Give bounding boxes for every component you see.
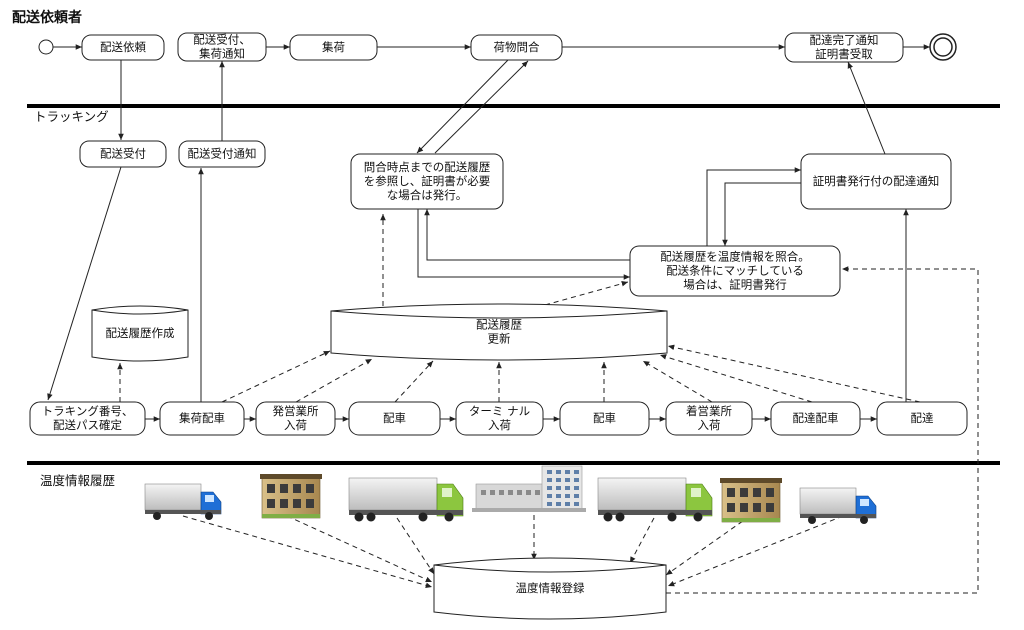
node-label-line: 集荷 bbox=[322, 40, 345, 54]
node-label-line: 配送受付 bbox=[100, 147, 146, 161]
edge-match-to-cert-notice bbox=[706, 167, 801, 246]
node-label-line: 集荷配車 bbox=[179, 411, 225, 425]
node-label-line: 証明書受取 bbox=[815, 47, 873, 61]
node-certificate-delivery-notice: 証明書発行付の配達通知 bbox=[800, 153, 952, 210]
node-label-line: 配達完了通知 bbox=[810, 33, 879, 47]
node-label-line: 配送履歴 bbox=[476, 318, 522, 332]
small-truck-icon bbox=[144, 483, 222, 520]
start-event bbox=[38, 39, 54, 55]
node-label-line: 配達 bbox=[911, 411, 934, 425]
node-label-line: 更新 bbox=[488, 332, 511, 346]
small-truck-icon bbox=[799, 487, 877, 524]
node-label-line: 入荷 bbox=[284, 418, 307, 432]
node-tracking-number-path: トラキング番号、配送パス確定 bbox=[29, 401, 146, 436]
node-label-line: 配送条件にマッチしている bbox=[666, 264, 804, 278]
node-label-line: 配送履歴を温度情報を照合。 bbox=[660, 250, 810, 264]
edge-temp-data bbox=[396, 517, 435, 575]
node-label-line: 証明書発行付の配達通知 bbox=[813, 174, 940, 188]
edge-update-history bbox=[221, 350, 331, 403]
node-cargo-inquiry: 荷物問合 bbox=[470, 34, 563, 61]
terminal-building-icon bbox=[472, 465, 586, 512]
edge-history-check-to-match bbox=[417, 208, 630, 280]
node-label-line: 発営業所 bbox=[273, 404, 319, 418]
lane-label-tracking: トラッキング bbox=[34, 109, 109, 124]
edge-update-history bbox=[295, 358, 373, 403]
node-label-line: 配送履歴作成 bbox=[106, 326, 175, 340]
node-label-line: 入荷 bbox=[488, 418, 511, 432]
node-label-line: 着営業所 bbox=[686, 404, 732, 418]
lane-label-requester: 配送依頼者 bbox=[12, 9, 82, 26]
edge-cert-notice-to-match bbox=[722, 182, 801, 246]
node-label-line: 配車 bbox=[383, 411, 406, 425]
node-label-line: 集荷通知 bbox=[199, 47, 245, 61]
node-delivery-request: 配送依頼 bbox=[81, 34, 165, 61]
edge-inquiry-to-history-check bbox=[416, 59, 509, 154]
node-label-line: 荷物問合 bbox=[494, 40, 540, 54]
end-event bbox=[929, 33, 957, 61]
node-delivery-dispatch: 配達配車 bbox=[770, 401, 861, 436]
node-receipt-notice: 配送受付通知 bbox=[178, 140, 266, 168]
node-label-line: ターミ ナル bbox=[469, 404, 530, 418]
node-label-line: 配送パス確定 bbox=[53, 418, 122, 432]
edge-cert-notice-to-complete bbox=[847, 61, 886, 155]
node-delivery-history-create: 配送履歴作成 bbox=[91, 305, 189, 362]
node-label-line: を参照し、証明書が必要 bbox=[364, 174, 491, 188]
sales-office-building-icon bbox=[720, 478, 782, 523]
node-label-line: 配送依頼 bbox=[100, 40, 146, 54]
node-label-line: 温度情報登録 bbox=[516, 581, 585, 595]
node-label-line: 入荷 bbox=[698, 418, 721, 432]
node-label-line: トラキング番号、 bbox=[42, 404, 134, 418]
node-label-line: 問合時点までの配送履歴 bbox=[364, 160, 491, 174]
edge-history-check-to-inquiry bbox=[434, 60, 529, 154]
edge-temp-data bbox=[629, 517, 655, 564]
edge-temp-register-to-match bbox=[666, 266, 979, 594]
solid-edges bbox=[47, 44, 930, 422]
node-label-line: な場合は発行。 bbox=[387, 188, 468, 202]
edge-update-history bbox=[642, 360, 713, 403]
node-receipt-pickup-notice-requester: 配送受付、集荷通知 bbox=[177, 32, 267, 62]
node-pickup-dispatch: 集荷配車 bbox=[159, 401, 245, 436]
node-temperature-register: 温度情報登録 bbox=[433, 557, 667, 620]
node-dispatch-1: 配車 bbox=[348, 401, 441, 436]
node-delivery-receipt: 配送受付 bbox=[79, 140, 167, 168]
node-dispatch-2: 配車 bbox=[559, 401, 650, 436]
edge-temp-data bbox=[667, 515, 844, 587]
large-truck-icon bbox=[348, 477, 464, 522]
edge-receipt-to-tracking-number bbox=[47, 166, 122, 401]
temperature-sources bbox=[144, 465, 877, 524]
large-truck-icon bbox=[597, 477, 713, 522]
node-pickup: 集荷 bbox=[289, 34, 378, 61]
dashed-edges bbox=[117, 214, 979, 594]
lane-label-temperature-history: 温度情報履歴 bbox=[40, 473, 115, 488]
edge-update-history bbox=[394, 360, 434, 403]
node-label-line: 場合は、証明書発行 bbox=[683, 278, 787, 292]
edge-update-to-match bbox=[544, 280, 629, 306]
edge-temp-data bbox=[286, 515, 433, 583]
node-label-line: 配送受付通知 bbox=[188, 147, 257, 161]
node-label-line: 配達配車 bbox=[793, 411, 839, 425]
node-label-line: 配車 bbox=[593, 411, 616, 425]
edge-temp-data bbox=[665, 515, 751, 576]
node-delivery: 配達 bbox=[876, 401, 968, 436]
node-label-line: 配送受付、 bbox=[193, 33, 251, 47]
edge-update-history bbox=[667, 344, 921, 403]
edge-update-history bbox=[659, 354, 813, 403]
edge-temp-data bbox=[182, 515, 433, 588]
edge-match-to-history-check bbox=[424, 209, 630, 261]
sales-office-building-icon bbox=[260, 474, 322, 519]
